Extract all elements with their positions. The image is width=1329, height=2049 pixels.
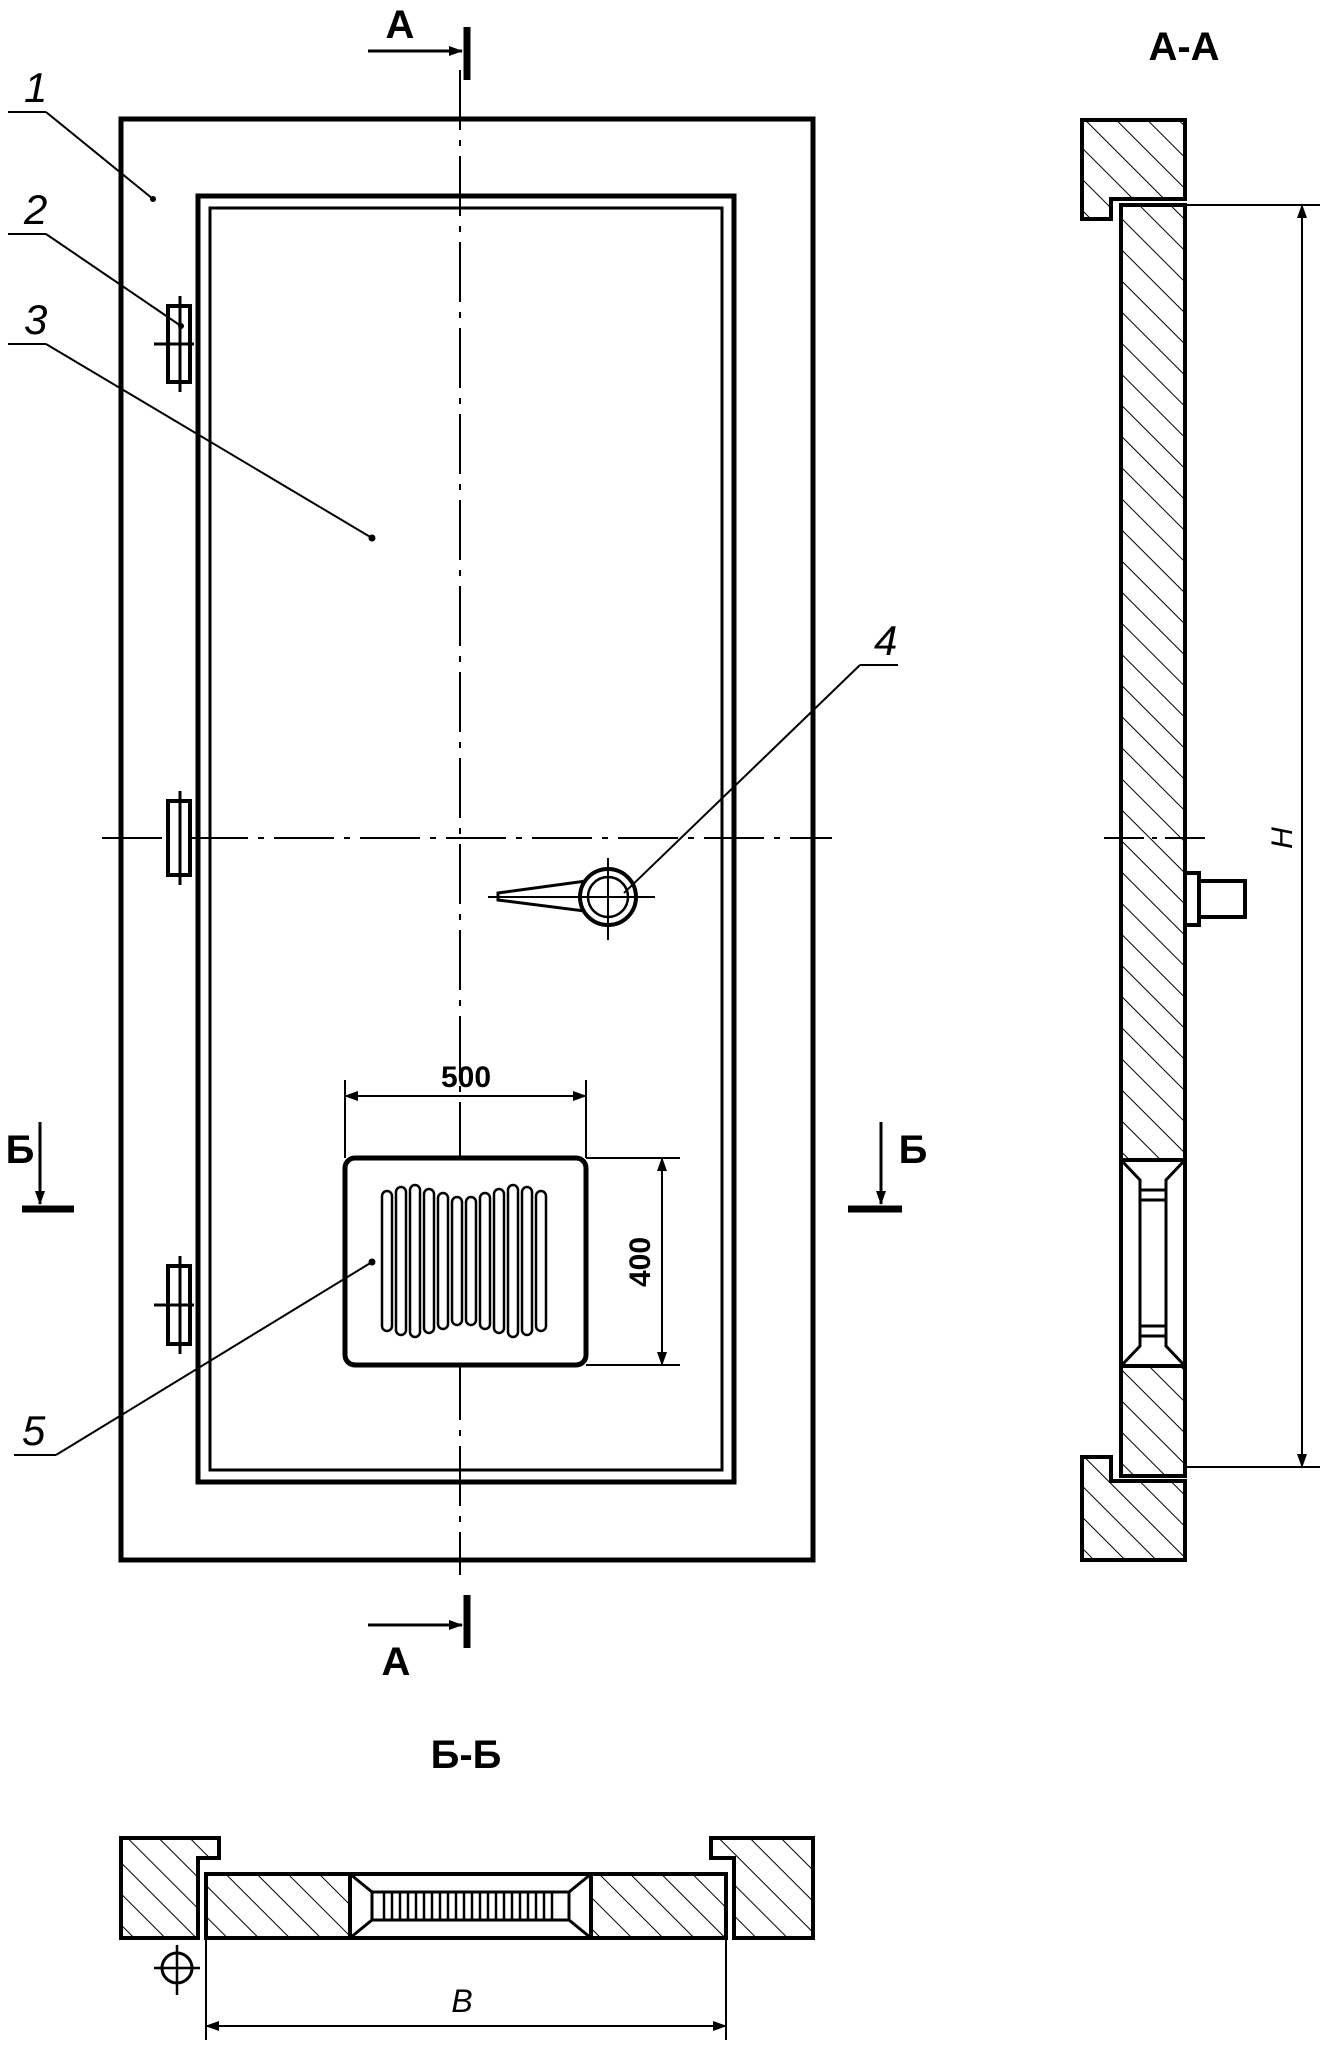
callout-label-4: 4: [874, 617, 897, 664]
bb-grille: [348, 1872, 593, 1940]
dimension-grille-height: 400: [586, 1157, 680, 1366]
section-label-a-top: А: [386, 3, 415, 47]
dimension-grille-width: 500: [344, 1061, 587, 1158]
grille-height-label: 400: [624, 1237, 657, 1287]
door-handle: [488, 858, 655, 940]
section-mark-a-top: А: [368, 3, 471, 80]
callout-label-3: 3: [24, 296, 47, 343]
bb-leaf-right: [589, 1872, 728, 1940]
callout-4: 4: [623, 617, 898, 894]
aa-frame-bottom: [1080, 1455, 1187, 1562]
bb-leaf-left: [204, 1872, 352, 1940]
aa-leaf-lower: [1119, 1364, 1187, 1478]
bb-hinge-symbol: [154, 1945, 200, 1995]
section-mark-b-left: Б: [6, 1122, 74, 1213]
callout-label-1: 1: [24, 64, 47, 111]
section-label-b-left: Б: [6, 1128, 35, 1172]
section-aa-title: А-А: [1148, 25, 1219, 69]
bb-frame-right: [709, 1836, 815, 1940]
grille-width-label: 500: [441, 1061, 491, 1094]
door-height-label: H: [1266, 827, 1299, 849]
section-mark-b-right: Б: [848, 1122, 928, 1213]
callout-1: 1: [8, 64, 156, 202]
door-frame: [118, 116, 816, 1563]
hinge-top: [154, 296, 194, 392]
callout-2: 2: [8, 186, 184, 329]
hinge-bottom: [154, 1256, 194, 1354]
callout-label-5: 5: [22, 1407, 46, 1454]
section-aa-view: А-А H: [1080, 25, 1320, 1562]
hinge-middle: [166, 791, 192, 885]
section-label-a-bottom: А: [382, 1640, 411, 1684]
dimension-door-height: H: [1185, 204, 1320, 1468]
aa-frame-top: [1080, 118, 1187, 221]
bb-frame-left: [119, 1836, 221, 1940]
door-width-label: B: [451, 1983, 472, 2019]
ventilation-grille: [342, 1155, 589, 1368]
section-bb-view: Б-Б: [119, 1733, 815, 2040]
aa-handle: [1183, 871, 1247, 927]
section-bb-title: Б-Б: [431, 1733, 502, 1777]
aa-grille: [1119, 1158, 1187, 1368]
section-mark-a-bottom: А: [368, 1595, 471, 1684]
callout-5: 5: [14, 1258, 376, 1456]
callout-label-2: 2: [23, 186, 47, 233]
dimension-door-width: B: [205, 1938, 727, 2040]
section-label-b-right: Б: [899, 1128, 928, 1172]
aa-leaf-upper: [1119, 203, 1187, 1162]
grille-louvers: [380, 1183, 548, 1339]
front-view: 500 400 А А Б Б: [6, 3, 928, 1684]
callout-3: 3: [8, 296, 376, 542]
